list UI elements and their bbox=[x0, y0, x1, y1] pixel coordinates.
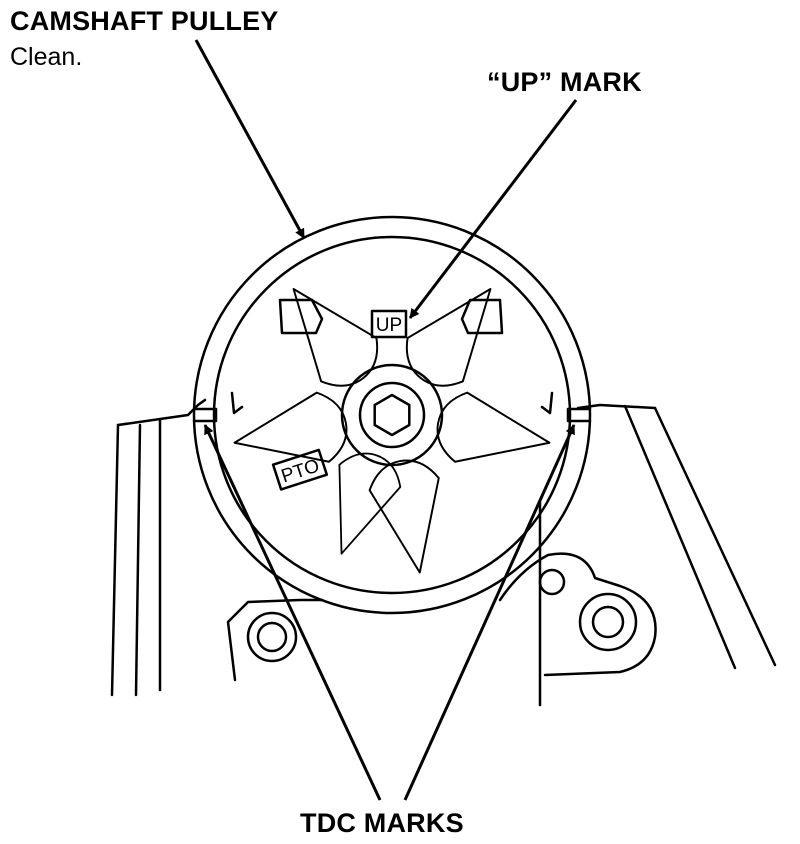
up-mark-box bbox=[370, 309, 408, 339]
pulley-outer-rim bbox=[192, 215, 592, 615]
camshaft-pulley-arrow bbox=[194, 39, 306, 239]
lower-housing bbox=[226, 552, 657, 682]
tdc-marks-label: TDC MARKS bbox=[300, 808, 464, 838]
pulley-inner-rim bbox=[212, 235, 572, 595]
clean-note: Clean. bbox=[10, 43, 83, 71]
up-mark-text: UP bbox=[376, 315, 402, 336]
tdc-notch-right bbox=[566, 407, 592, 423]
pulley-hub bbox=[340, 363, 444, 467]
tdc-left-arrow bbox=[203, 424, 382, 801]
camshaft-pulley-label: CAMSHAFT PULLEY bbox=[10, 6, 279, 36]
cylinder-head-left bbox=[110, 398, 207, 697]
cylinder-head-right bbox=[538, 403, 777, 707]
pulley-hub-inner bbox=[358, 381, 426, 449]
up-mark-arrow bbox=[408, 99, 578, 319]
hex-bolt bbox=[373, 393, 411, 437]
tdc-right-arrow bbox=[403, 424, 576, 801]
camshaft-pulley bbox=[192, 215, 592, 615]
pto-mark-box bbox=[271, 448, 329, 491]
tdc-notch-left bbox=[192, 407, 218, 423]
up-mark-label: “UP” MARK bbox=[487, 67, 642, 97]
